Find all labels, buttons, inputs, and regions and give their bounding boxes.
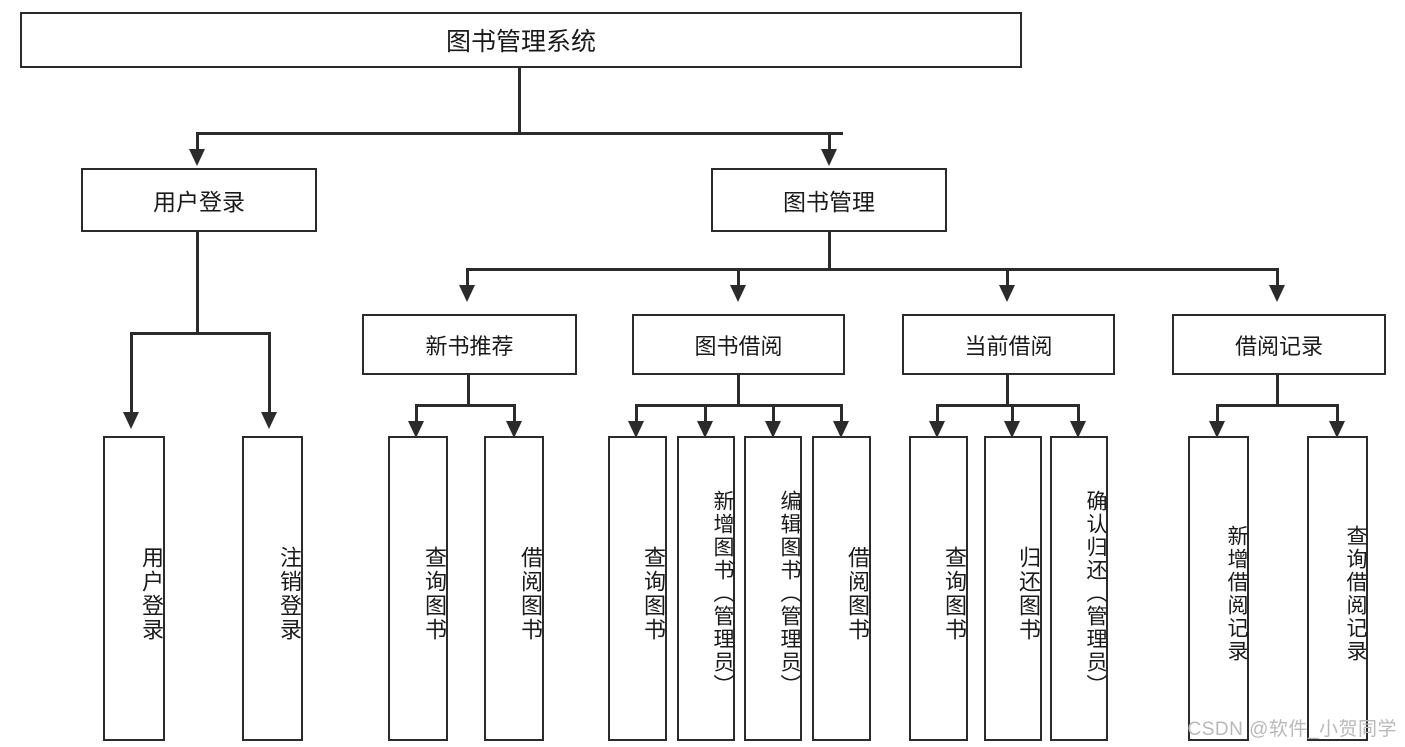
connector-root-bar [197,132,843,135]
arrow-head-icon [189,149,205,166]
connector-book-borrow-stem [737,375,740,406]
arrow-head-icon [1209,421,1225,438]
node-label: 用户登录 [153,189,245,215]
leaf-node[interactable]: 用户登录 [103,436,165,741]
node-current-borrow[interactable]: 当前借阅 [902,314,1115,375]
connector-new-book-bar [416,404,514,407]
node-label: 当前借阅 [964,333,1053,359]
connector-login-arm-left [130,332,133,412]
node-label: 新增图书（管理员） [711,490,734,697]
arrow-head-icon [821,149,837,166]
node-borrow-record[interactable]: 借阅记录 [1172,314,1386,375]
arrow-head-icon [929,421,945,438]
node-new-book-recommend[interactable]: 新书推荐 [362,314,577,375]
leaf-node[interactable]: 新增借阅记录 [1188,436,1249,741]
node-book-management[interactable]: 图书管理 [711,168,947,232]
connector-login-stem [196,232,199,334]
connector-login-bar [131,332,271,335]
node-label: 借阅图书 [845,545,870,642]
leaf-node[interactable]: 借阅图书 [812,436,871,741]
connector-login-arm-right [268,332,271,412]
leaf-node[interactable]: 编辑图书（管理员） [744,436,802,741]
connector-mgmt-arm [466,268,469,285]
leaf-node[interactable]: 借阅图书 [484,436,544,741]
arrow-head-icon [1329,421,1345,438]
connector-book-borrow-bar [636,404,842,407]
leaf-node[interactable]: 归还图书 [984,436,1042,741]
leaf-node[interactable]: 查询图书 [909,436,968,741]
connector-new-book-arm [513,404,516,421]
connector-mgmt-arm [1006,268,1009,285]
arrow-head-icon [1269,285,1285,302]
connector-current-borrow-arm [936,404,939,421]
node-label: 新书推荐 [425,333,514,359]
arrow-head-icon [999,285,1015,302]
connector-borrow-record-bar [1217,404,1337,407]
connector-new-book-stem [467,375,470,406]
node-label: 确认归还（管理员） [1084,490,1107,697]
arrow-head-icon [1070,421,1086,438]
connector-borrow-record-arm [1336,404,1339,421]
node-label: 查询图书 [942,545,967,642]
arrow-head-icon [123,412,139,429]
connector-current-borrow-stem [1006,375,1009,406]
node-book-borrow[interactable]: 图书借阅 [632,314,845,375]
arrow-head-icon [697,421,713,438]
connector-mgmt-arm [737,268,740,285]
connector-current-borrow-arm [1011,404,1014,421]
arrow-head-icon [833,421,849,438]
arrow-head-icon [628,421,644,438]
leaf-node[interactable]: 新增图书（管理员） [677,436,735,741]
connector-current-borrow-arm [1077,404,1080,421]
node-label: 注销登录 [277,545,302,642]
connector-root-stem [518,68,521,134]
node-label: 新增借阅记录 [1225,524,1248,663]
arrow-head-icon [506,421,522,438]
node-label: 借阅记录 [1234,333,1323,359]
connector-book-borrow-arm [704,404,707,421]
connector-current-borrow-bar [937,404,1078,407]
connector-borrow-record-arm [1216,404,1219,421]
connector-book-borrow-arm [635,404,638,421]
node-label: 归还图书 [1016,545,1041,642]
connector-borrow-record-stem [1276,375,1279,406]
node-label: 图书管理系统 [445,28,596,56]
node-root-system[interactable]: 图书管理系统 [20,12,1022,68]
arrow-head-icon [730,285,746,302]
leaf-node[interactable]: 注销登录 [242,436,303,741]
connector-root-arm-left [196,132,199,149]
connector-book-borrow-arm [840,404,843,421]
leaf-node[interactable]: 查询图书 [388,436,448,741]
connector-mgmt-stem [828,232,831,270]
arrow-head-icon [765,421,781,438]
connector-root-arm-right [828,132,831,149]
node-user-login[interactable]: 用户登录 [81,168,317,232]
node-label: 编辑图书（管理员） [778,490,801,697]
node-label: 图书管理 [783,189,875,215]
node-label: 借阅图书 [518,545,543,642]
arrow-head-icon [408,421,424,438]
connector-mgmt-arm [1276,268,1279,285]
arrow-head-icon [261,412,277,429]
leaf-node[interactable]: 查询借阅记录 [1307,436,1368,741]
node-label: 查询借阅记录 [1344,524,1367,663]
arrow-head-icon [459,285,475,302]
connector-new-book-arm [415,404,418,421]
node-label: 用户登录 [139,545,164,642]
node-label: 图书借阅 [694,333,783,359]
node-label: 查询图书 [641,545,666,642]
watermark-text: CSDN @软件_小贺同学 [1187,719,1397,740]
leaf-node[interactable]: 确认归还（管理员） [1050,436,1108,741]
arrow-head-icon [1004,421,1020,438]
node-label: 查询图书 [422,545,447,642]
connector-mgmt-bar [467,268,1279,271]
leaf-node[interactable]: 查询图书 [608,436,667,741]
connector-book-borrow-arm [772,404,775,421]
